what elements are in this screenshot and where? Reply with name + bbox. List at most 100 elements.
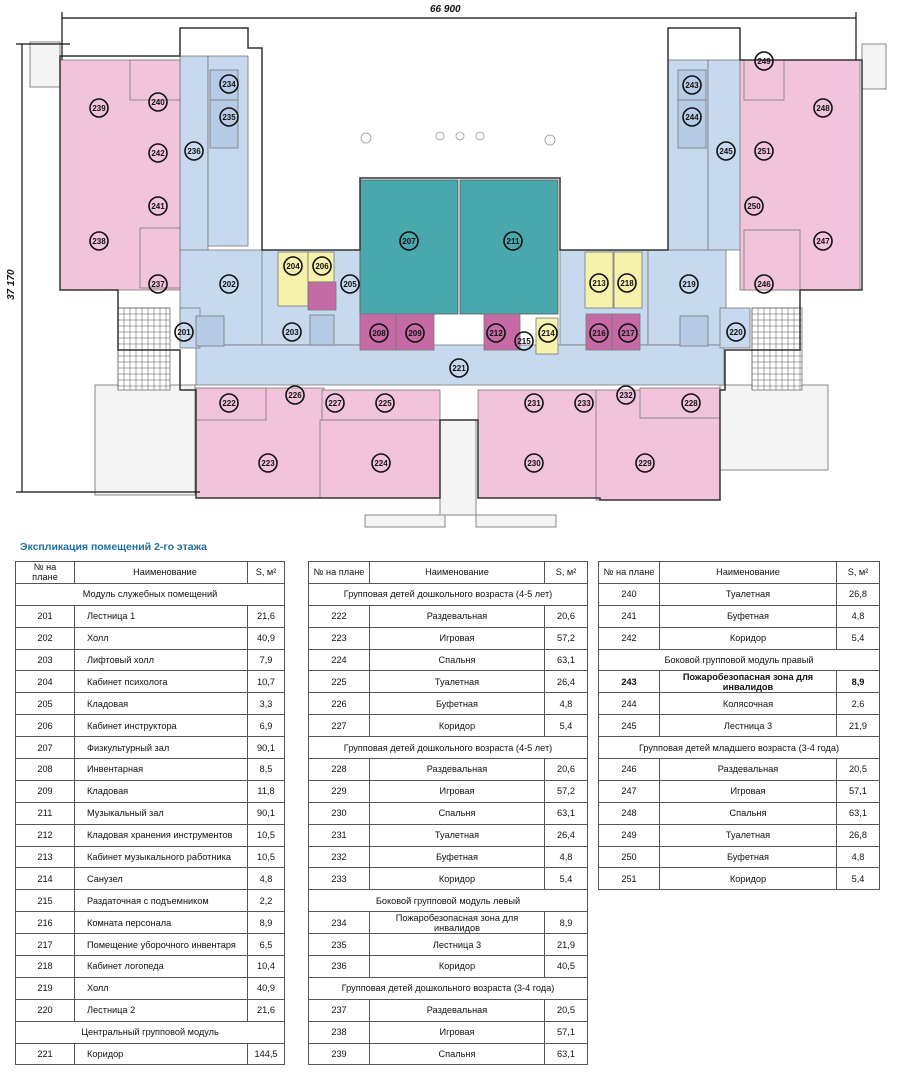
room-name-cell: Холл [74, 626, 248, 650]
room-area-cell: 3,3 [247, 692, 285, 716]
room-number-label: 247 [816, 237, 830, 246]
room-marker [754, 141, 774, 161]
corridor-area [195, 344, 725, 386]
room-name-cell: Раздевальная [659, 758, 837, 781]
room-number-label: 250 [747, 202, 761, 211]
room-area-cell: 144,5 [247, 1042, 285, 1066]
room-number-label: 241 [151, 202, 165, 211]
room-number-cell: 202 [15, 626, 75, 650]
room-name-cell: Кладовая хранения инструментов [74, 823, 248, 847]
room-marker [813, 231, 833, 251]
room-number-label: 215 [517, 337, 531, 346]
room-name-cell: Раздевальная [369, 758, 545, 781]
room-area-cell: 5,4 [836, 867, 880, 891]
room-area-cell: 8,9 [836, 670, 880, 694]
room-number-cell: 228 [308, 758, 370, 781]
room-number-label: 234 [222, 80, 236, 89]
room-name-cell: Холл [74, 976, 248, 1000]
room-marker [681, 393, 701, 413]
room-number-label: 228 [684, 399, 698, 408]
room-number-label: 211 [507, 237, 520, 246]
room-name-cell: Пожаробезопасная зона для инвалидов [369, 911, 545, 935]
room-marker [148, 196, 168, 216]
room-area-cell: 26,8 [836, 823, 880, 847]
room-area [611, 313, 641, 351]
room-number-label: 219 [682, 280, 696, 289]
room-marker [682, 107, 702, 127]
room-area-cell: 26,8 [836, 582, 880, 606]
room-area [359, 313, 397, 351]
room-number-label: 218 [620, 279, 634, 288]
room-area-cell: 4,8 [836, 604, 880, 628]
room-name-cell: Коридор [659, 626, 837, 650]
room-marker [340, 274, 360, 294]
section-title: Центральный групповой модуль [15, 1020, 285, 1044]
hall-area [459, 179, 559, 315]
room-marker [325, 393, 345, 413]
room-number-cell: 219 [15, 976, 75, 1000]
room-name-cell: Лестница 3 [369, 933, 545, 957]
header-name: Наименование [74, 561, 248, 584]
room-area-cell: 10,7 [247, 670, 285, 694]
section-title: Групповая детей дошкольного возраста (3-… [308, 976, 588, 1000]
room-marker [679, 274, 699, 294]
room-name-cell: Кабинет инструктора [74, 714, 248, 738]
room-marker [89, 231, 109, 251]
room-marker [148, 274, 168, 294]
room-area-cell: 21,9 [836, 714, 880, 738]
room-number-cell: 243 [598, 670, 660, 694]
room-marker [371, 453, 391, 473]
room-number-label: 244 [685, 113, 699, 122]
room-marker [285, 385, 305, 405]
room-marker [514, 331, 534, 351]
room-area-cell: 8,9 [544, 911, 588, 935]
room-number-cell: 249 [598, 823, 660, 847]
room-area-cell: 10,5 [247, 845, 285, 869]
room-marker [682, 75, 702, 95]
room-marker [449, 358, 469, 378]
room-number-cell: 220 [15, 998, 75, 1022]
room-number-cell: 235 [308, 933, 370, 957]
room-name-cell: Спальня [369, 1042, 545, 1066]
room-area-cell: 57,1 [544, 1020, 588, 1044]
room-name-cell: Раздевальная [369, 998, 545, 1022]
room-marker [219, 393, 239, 413]
room-number-cell: 251 [598, 867, 660, 891]
room-number-cell: 239 [308, 1042, 370, 1066]
room-number-label: 202 [222, 280, 236, 289]
room-area [743, 59, 785, 101]
room-area-cell: 20,5 [544, 998, 588, 1022]
room-marker [617, 273, 637, 293]
room-name-cell: Лестница 3 [659, 714, 837, 738]
room-marker [312, 256, 332, 276]
room-number-cell: 232 [308, 845, 370, 869]
room-marker [369, 323, 389, 343]
room-area-cell: 7,9 [247, 648, 285, 672]
section-row: Групповая детей дошкольного возраста (4-… [308, 582, 588, 606]
header-area: S, м² [247, 561, 285, 584]
room-number-label: 207 [402, 237, 416, 246]
room-number-cell: 208 [15, 758, 75, 781]
room-name-cell: Раздаточная с подъемником [74, 889, 248, 913]
height-dimension: 37 170 [6, 269, 17, 300]
room-area-cell: 57,2 [544, 779, 588, 803]
room-number-label: 222 [222, 399, 236, 408]
header-no: № на плане [598, 561, 660, 584]
room-number-label: 230 [527, 459, 541, 468]
room-area-cell: 8,9 [247, 911, 285, 935]
